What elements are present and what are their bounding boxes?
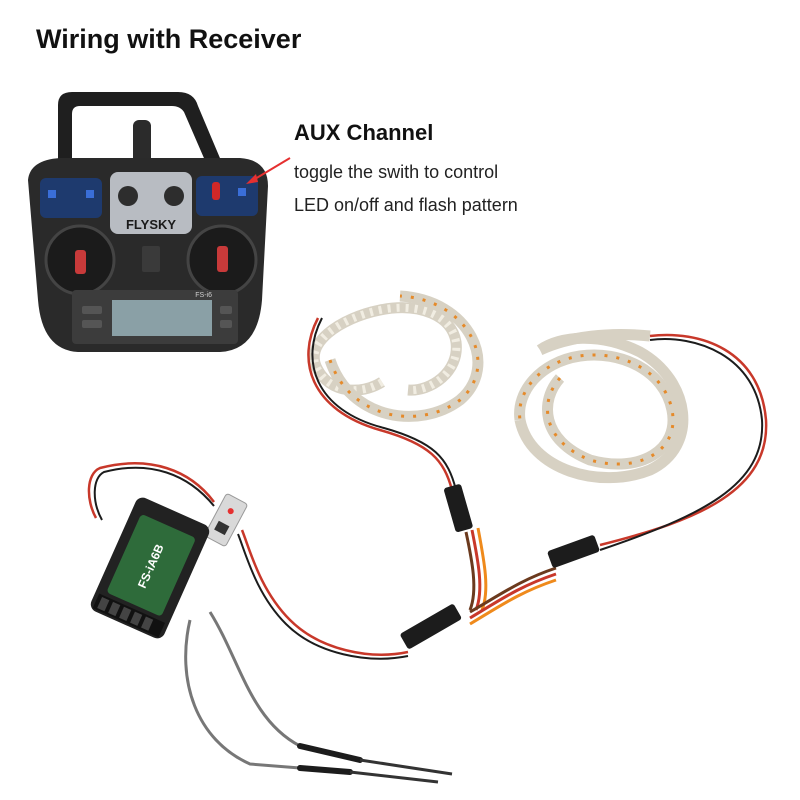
transmitter-handle xyxy=(58,92,225,180)
led-controller-board xyxy=(204,493,248,547)
right-toggle-switch xyxy=(212,182,220,200)
model-label: FS-i6 xyxy=(195,292,212,299)
page-title: Wiring with Receiver xyxy=(36,24,302,54)
lcd-screen xyxy=(112,300,212,336)
left-stick xyxy=(75,250,86,274)
connector-right-strip xyxy=(547,535,600,568)
brand-logo: FLYSKY xyxy=(126,217,176,232)
led-strip-right xyxy=(514,329,689,484)
wires xyxy=(87,317,768,784)
receiver: FS-iA6B xyxy=(90,497,210,639)
transmitter: FLYSKY FS-i6 xyxy=(28,92,268,352)
aux-description-line-1: toggle the swith to control xyxy=(294,162,499,182)
callout-arrow-head xyxy=(246,174,258,184)
led-strip-left xyxy=(308,290,484,422)
aux-description-line-2: LED on/off and flash pattern xyxy=(294,195,518,215)
connector-left-strip xyxy=(444,484,473,532)
right-switch-panel xyxy=(196,176,258,216)
transmitter-antenna xyxy=(133,120,151,168)
left-switch-panel xyxy=(40,178,102,218)
aux-channel-heading: AUX Channel xyxy=(294,120,434,145)
right-stick xyxy=(217,246,228,272)
connector-main xyxy=(400,604,462,649)
